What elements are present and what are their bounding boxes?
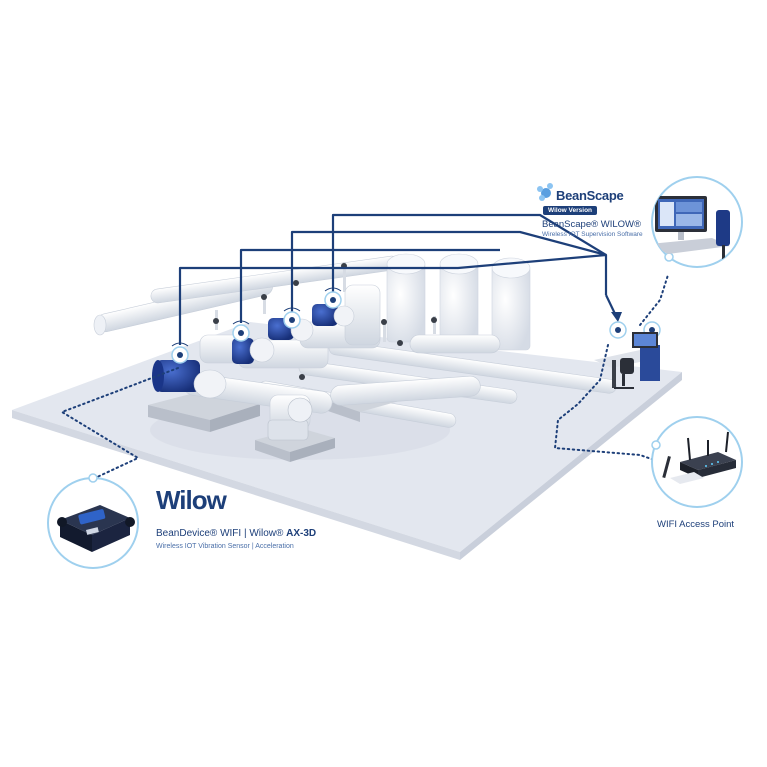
beandevice-title-prefix: BeanDevice® WIFI | Wilow® — [156, 528, 287, 539]
valve-stems — [213, 262, 437, 397]
office-chair-icon — [614, 358, 634, 389]
wilow-logo: Wilow — [156, 485, 227, 515]
small-pump — [267, 397, 313, 441]
wifi-access-point-label: WIFI Access Point — [657, 519, 735, 530]
access-point-callout — [651, 416, 743, 508]
callout-dotted-links — [59, 274, 669, 479]
pump-motor-2 — [232, 337, 275, 364]
wifi-sensor-icon — [324, 287, 342, 309]
control-station — [594, 332, 660, 389]
beanscape-version-badge: Wilow Version — [543, 206, 598, 215]
filter-tanks — [386, 253, 531, 351]
pump-motor-4 — [312, 304, 355, 327]
beanscape-brand: BeanScape — [556, 188, 624, 203]
pc-callout — [651, 176, 743, 268]
beandevice-model: AX-3D — [286, 528, 317, 539]
beanscape-logo-icon — [537, 183, 553, 201]
beandevice-title: BeanDevice® WIFI | Wilow® AX-3D — [156, 528, 316, 539]
beanscape-subtitle: Wireless IOT Supervision Software — [542, 231, 643, 238]
wifi-sensor-icon — [171, 342, 189, 364]
wifi-sensor-icon — [232, 320, 250, 342]
beandevice-subtitle: Wireless IOT Vibration Sensor | Accelera… — [156, 543, 294, 550]
wifi-sensor-icon — [609, 321, 627, 339]
sensor-callout — [47, 473, 139, 569]
beanscape-title: BeanScape® WILOW® — [542, 219, 642, 230]
badge-left: Wilow — [548, 207, 567, 214]
pump-motor-1 — [152, 360, 227, 399]
sensor-network-links — [178, 213, 622, 345]
wifi-sensor-icon — [283, 307, 301, 329]
router-icon — [680, 431, 736, 478]
monitor-icon — [655, 196, 707, 240]
badge-right: Version — [568, 207, 593, 214]
